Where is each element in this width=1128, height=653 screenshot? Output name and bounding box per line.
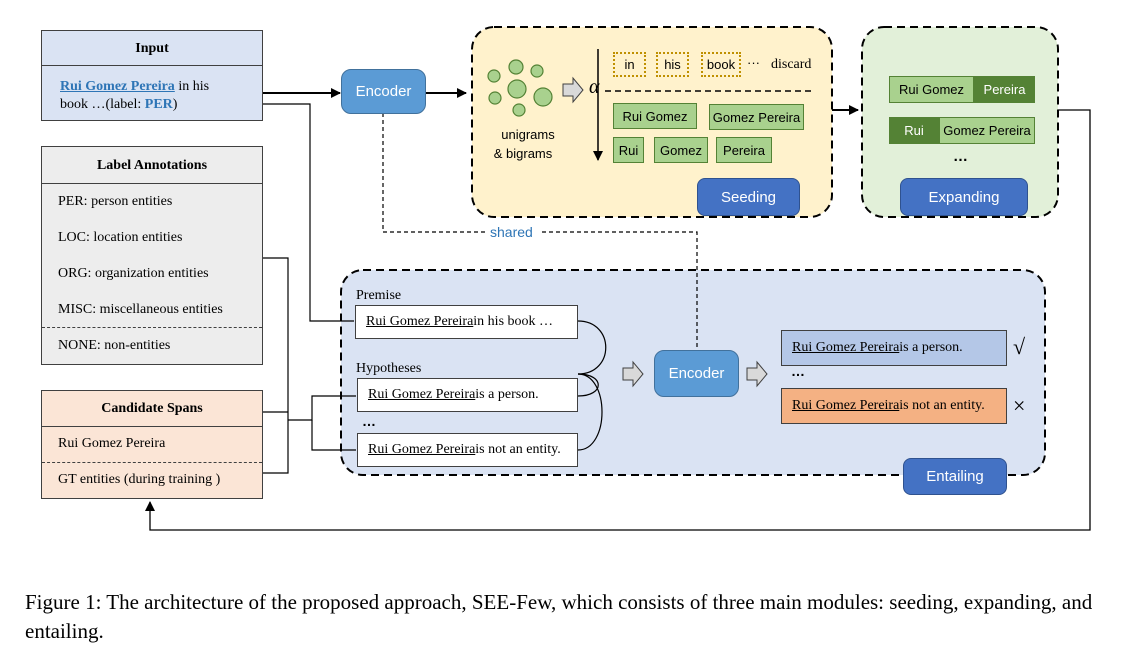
label-item-org: ORG: organization entities [58,266,209,281]
label-annotations-title: Label Annotations [96,158,208,173]
label-item-per: PER: person entities [58,194,173,209]
out-ellipsis: … [791,363,805,379]
check-mark: √ [1013,334,1026,359]
alpha-symbol: α [589,76,600,98]
hyp2-rest: is not an entity. [475,442,561,457]
hypothesis-2-box: Rui Gomez Pereira is not an entity. [357,433,578,467]
expand-row1-seed: Rui Gomez [889,76,974,103]
hyp1-rest: is a person. [475,387,539,402]
input-sentence: Rui Gomez Pereira in his book …(label: P… [60,78,209,114]
shared-label: shared [490,224,533,240]
encoder-top: Encoder [341,69,426,114]
hyp2-span: Rui Gomez Pereira [368,442,476,457]
input-span: Rui Gomez Pereira [60,79,175,94]
entailing-module-label: Entailing [903,458,1007,495]
expand-row1-ext: Pereira [974,76,1035,103]
hypotheses-label: Hypotheses [356,361,422,376]
encoder-bottom: Encoder [654,350,739,397]
kept-unigram-2: Gomez [654,137,708,163]
discard-token-in: in [613,52,646,77]
discard-token-his: his [656,52,689,77]
input-text-c: ) [172,97,178,112]
out1-span: Rui Gomez Pereira [792,340,900,355]
input-panel: Input Rui Gomez Pereira in his book …(la… [41,30,263,121]
input-label: PER [144,97,173,112]
kept-unigram-1: Rui [613,137,644,163]
label-item-loc: LOC: location entities [58,230,183,245]
kept-unigram-3: Pereira [716,137,772,163]
premise-rest: in his book … [473,314,554,329]
hyp-ellipsis: … [362,413,376,429]
figure-caption: Figure 1: The architecture of the propos… [25,590,1093,643]
premise-label: Premise [356,288,402,303]
hypothesis-1-box: Rui Gomez Pereira is a person. [357,378,578,412]
label-annotations-panel: Label Annotations PER: person entities L… [41,146,263,365]
input-text-b: book …(label: [60,97,145,112]
label-item-none: NONE: non-entities [58,338,171,353]
kept-bigram-2: Gomez Pereira [709,104,804,130]
bigrams-label: & bigrams [493,146,553,161]
candidate-item-gt: GT entities (during training ) [58,472,221,487]
input-title: Input [135,41,169,56]
discard-label: discard [771,57,812,72]
expanding-module-label: Expanding [900,178,1028,216]
kept-bigram-1: Rui Gomez [613,103,697,129]
candidate-spans-panel: Candidate Spans Rui Gomez Pereira GT ent… [41,390,263,499]
candidate-item-span: Rui Gomez Pereira [58,436,166,451]
expand-row2-seed: Gomez Pereira [939,117,1035,144]
expand-row2-ext: Rui [889,117,939,144]
out2-span: Rui Gomez Pereira [792,398,900,413]
out1-rest: is a person. [899,340,963,355]
cross-mark: × [1013,393,1026,418]
output-negative-box: Rui Gomez Pereira is not an entity. [781,388,1007,424]
candidate-spans-title: Candidate Spans [101,401,203,416]
out2-rest: is not an entity. [899,398,985,413]
unigrams-label: unigrams [501,127,555,142]
input-text-a: in his [174,79,210,94]
output-positive-box: Rui Gomez Pereira is a person. [781,330,1007,366]
premise-box: Rui Gomez Pereira in his book … [355,305,578,339]
discard-ellipsis: ··· [747,55,760,70]
premise-span: Rui Gomez Pereira [366,314,474,329]
label-item-misc: MISC: miscellaneous entities [58,302,223,317]
discard-token-book: book [701,52,741,77]
hyp1-span: Rui Gomez Pereira [368,387,476,402]
seeding-module-label: Seeding [697,178,800,216]
expand-ellipsis: … [953,148,968,165]
